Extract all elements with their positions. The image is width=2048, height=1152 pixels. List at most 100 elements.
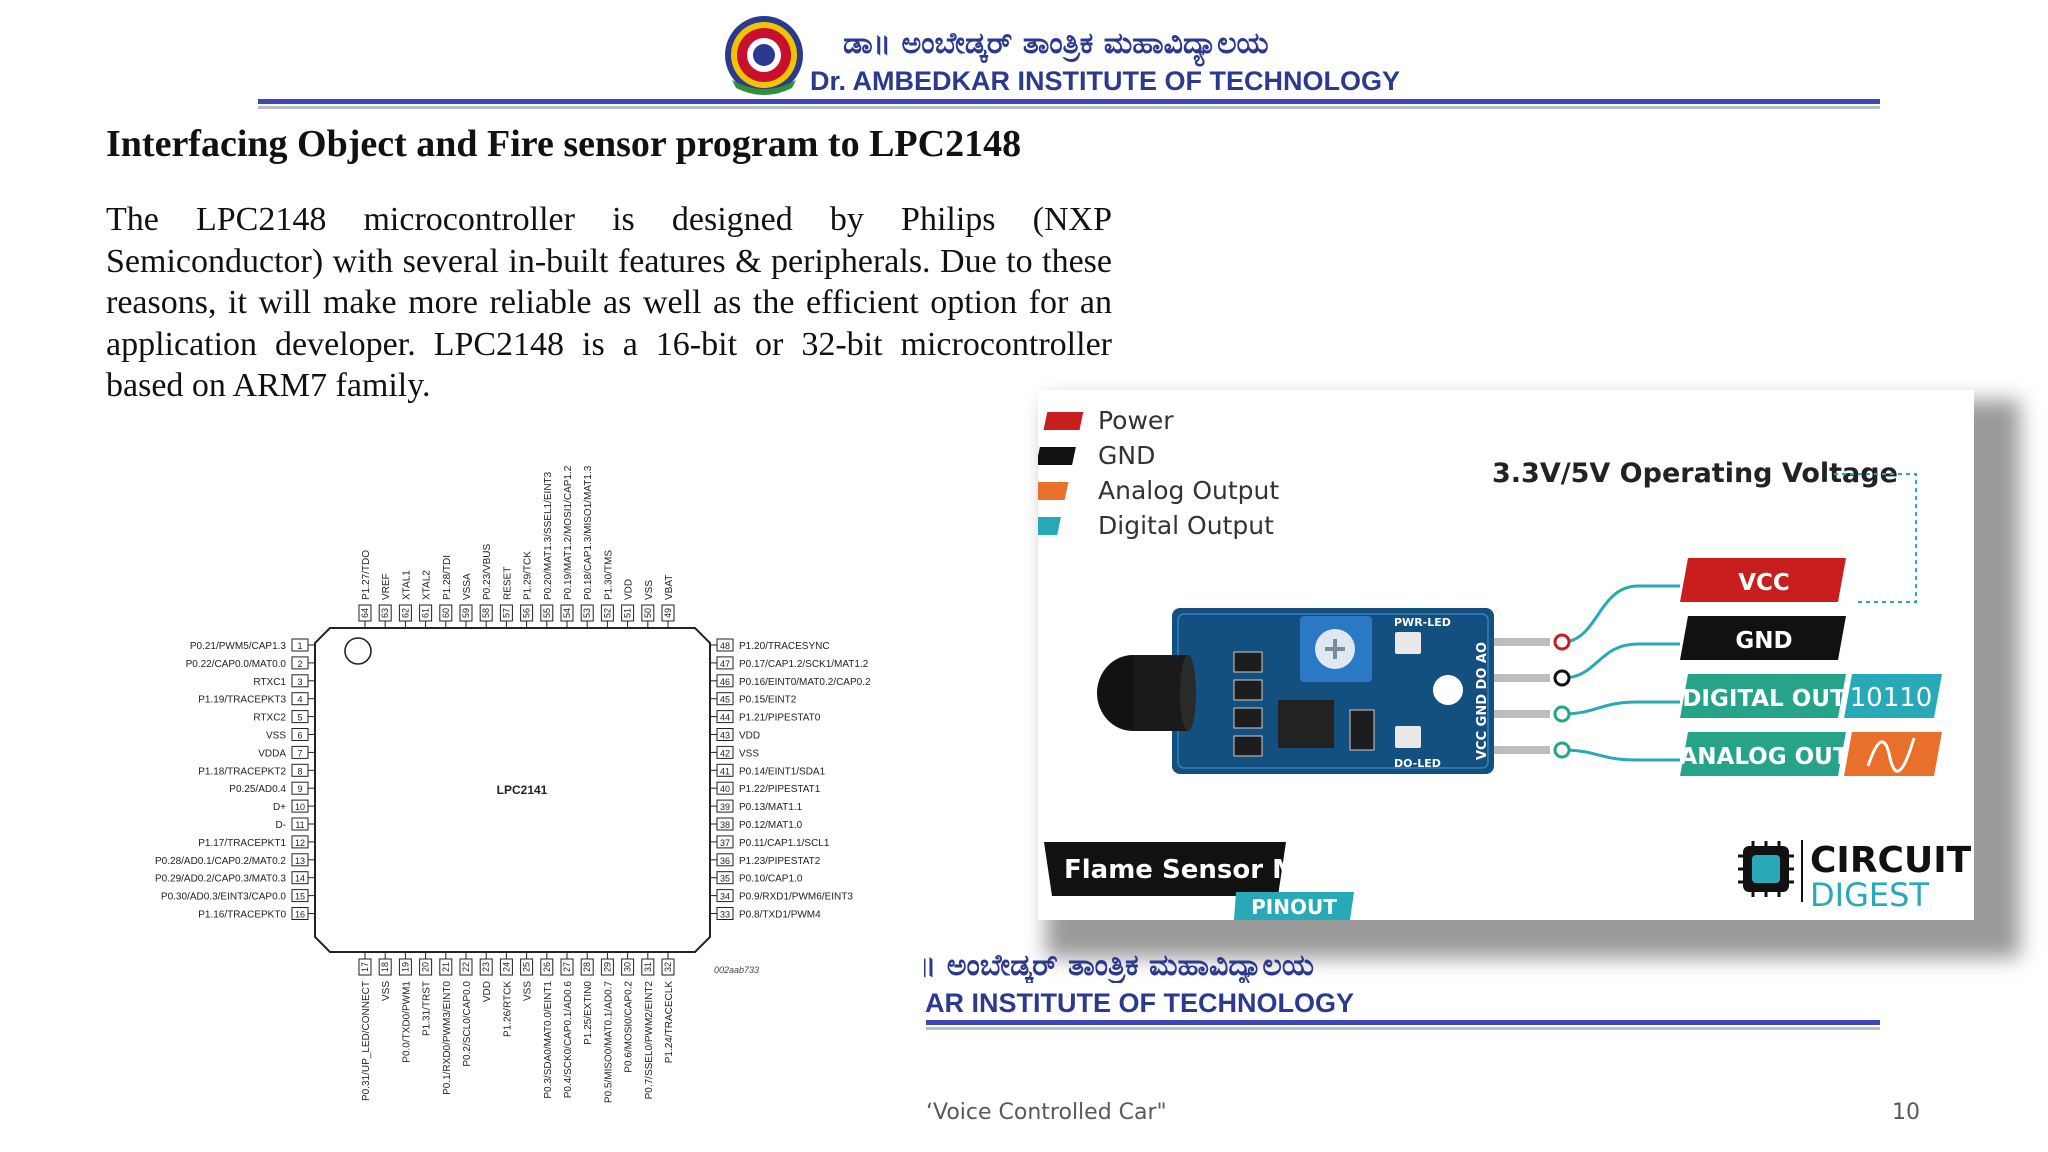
pin-name: P1.27/TDO: [361, 550, 372, 600]
legend-label: Power: [1098, 406, 1174, 435]
pin-number: 28: [582, 962, 592, 972]
chip-pin-left: 2P0.22/CAP0.0/MAT0.0: [186, 656, 315, 670]
pin-name: VSS: [739, 748, 759, 759]
pin-number: 17: [360, 962, 370, 972]
pin-number: 50: [643, 608, 653, 618]
pin-name: P1.31/TRST: [422, 981, 433, 1036]
pin-name: RESET: [502, 567, 513, 600]
legend-label: GND: [1098, 441, 1155, 470]
pin-number: 22: [461, 962, 471, 972]
pin-name: P0.9/RXD1/PWM6/EINT3: [739, 892, 853, 903]
pin-name: P0.17/CAP1.2/SCK1/MAT1.2: [739, 659, 869, 670]
pin-number: 1: [297, 641, 302, 651]
pin-name: P0.4/SCK0/CAP0.1/AD0.6: [563, 981, 574, 1099]
pin-number: 52: [602, 608, 612, 618]
pin-number: 38: [720, 820, 730, 830]
pin-number: 42: [720, 748, 730, 758]
pin-name: VDD: [739, 731, 760, 742]
pin-number: 23: [481, 962, 491, 972]
pin-name: P1.19/TRACEPKT3: [198, 695, 286, 706]
legend-item: Power: [1043, 406, 1174, 435]
pin-number: 32: [663, 962, 673, 972]
pin-name: VSS: [266, 731, 286, 742]
pin-name: P0.13/MAT1.1: [739, 802, 803, 813]
pin-name: P0.11/CAP1.1/SCL1: [739, 838, 830, 849]
pin-number: 19: [400, 962, 410, 972]
pin-number: 6: [297, 731, 302, 741]
pin-name: P1.17/TRACEPKT1: [198, 838, 286, 849]
pin-callout: GND: [1553, 616, 1846, 687]
pin-name: P0.1/RXD0/PWM3/EINT0: [442, 981, 453, 1095]
pin-number: 62: [400, 608, 410, 618]
pin-number: 7: [297, 748, 302, 758]
pin-name: P0.16/EINT0/MAT0.2/CAP0.2: [739, 677, 871, 688]
pin-number: 24: [501, 962, 511, 972]
chip-pin-left: 4P1.19/TRACEPKT3: [198, 692, 315, 706]
figure-code: 002aab733: [714, 965, 759, 975]
slide-paragraph: The LPC2148 microcontroller is designed …: [106, 201, 1112, 404]
pin-number: 39: [720, 802, 730, 812]
pin-name: P1.18/TRACEPKT2: [198, 766, 286, 777]
pin-number: 21: [441, 962, 451, 972]
chip-pin-left: 11D-: [275, 817, 315, 831]
pin-number: 44: [720, 713, 730, 723]
pin-number: 55: [542, 608, 552, 618]
pin-name: RTXC2: [253, 713, 286, 724]
pin-name: P1.16/TRACEPKT0: [198, 910, 286, 921]
pin-name: P0.22/CAP0.0/MAT0.0: [186, 659, 287, 670]
circuit-digest-brand: CIRCUIT DIGEST: [1738, 840, 1972, 914]
chip-label: LPC2141: [497, 783, 548, 797]
chip-pin-left: 1P0.21/PWM5/CAP1.3: [190, 638, 315, 652]
pin-number: 48: [720, 641, 730, 651]
pin-name: D-: [275, 820, 286, 831]
chip-pin-left: 9P0.25/AD0.4: [229, 781, 315, 795]
pin-number: 33: [720, 910, 730, 920]
repeated-header-rule: [926, 1020, 1880, 1025]
pin-name: P0.29/AD0.2/CAP0.3/MAT0.3: [155, 874, 286, 885]
do-led-label: DO-LED: [1394, 757, 1441, 770]
pin-name: P1.20/TRACESYNC: [739, 641, 830, 652]
chip-pin-right: 46 P0.16/EINT0/MAT0.2/CAP0.2: [710, 674, 871, 688]
pin-number: 10: [295, 802, 305, 812]
pin-name: VSS: [381, 981, 392, 1001]
pin-number: 25: [522, 962, 532, 972]
page-number: 10: [1892, 1100, 1920, 1125]
chip-body: LPC2141: [314, 627, 711, 953]
pin-number: 41: [720, 766, 730, 776]
brand-digest: DIGEST: [1810, 876, 1929, 914]
pin-name: P1.25/EXTIN0: [583, 981, 594, 1045]
pin-name: VREF: [381, 573, 392, 600]
pin-name: P0.31/UP_LED/CONNECT: [361, 981, 372, 1101]
header-rule-shadow: [258, 106, 1880, 109]
pin-number: 46: [720, 677, 730, 687]
pin-label: VCC: [1738, 570, 1790, 596]
module-subtitle: PINOUT: [1251, 895, 1337, 919]
pin-name: P1.21/PIPESTAT0: [739, 713, 821, 724]
pin-number: 12: [295, 838, 305, 848]
pin-name: RTXC1: [253, 677, 286, 688]
pin-name: P0.28/AD0.1/CAP0.2/MAT0.2: [155, 856, 286, 867]
header-rule: [258, 99, 1880, 104]
pin-number: 56: [522, 608, 532, 618]
